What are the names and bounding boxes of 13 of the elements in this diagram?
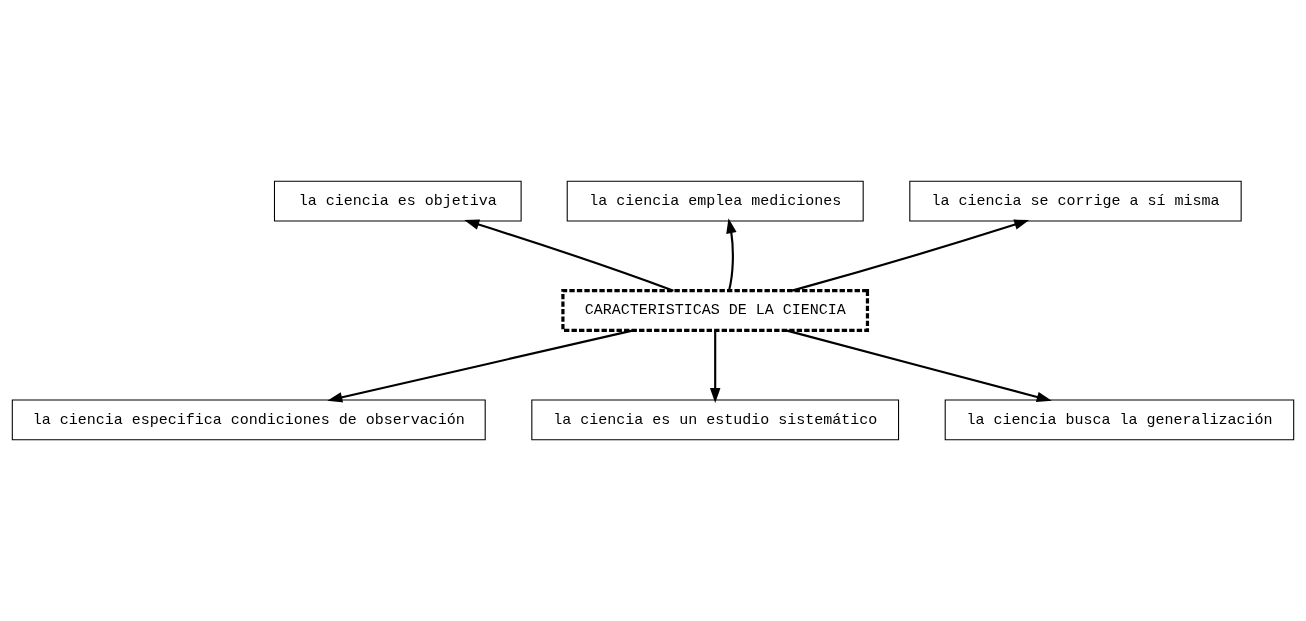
arrow	[464, 219, 674, 292]
node-box: la ciencia es un estudio sistemático	[531, 399, 900, 441]
node-box: la ciencia emplea mediciones	[566, 180, 864, 222]
node-box: la ciencia busca la generalización	[944, 399, 1295, 441]
arrow	[327, 329, 634, 403]
node-box: la ciencia especifica condiciones de observación	[11, 399, 486, 441]
arrow	[791, 219, 1030, 292]
node-box: la ciencia se corrige a sí misma	[909, 180, 1242, 222]
node-box: la ciencia es objetiva	[273, 180, 522, 222]
node-box: CARACTERISTICAS DE LA CIENCIA	[561, 289, 870, 332]
arrow	[726, 218, 737, 291]
arrow	[709, 330, 721, 404]
arrow	[785, 329, 1052, 403]
